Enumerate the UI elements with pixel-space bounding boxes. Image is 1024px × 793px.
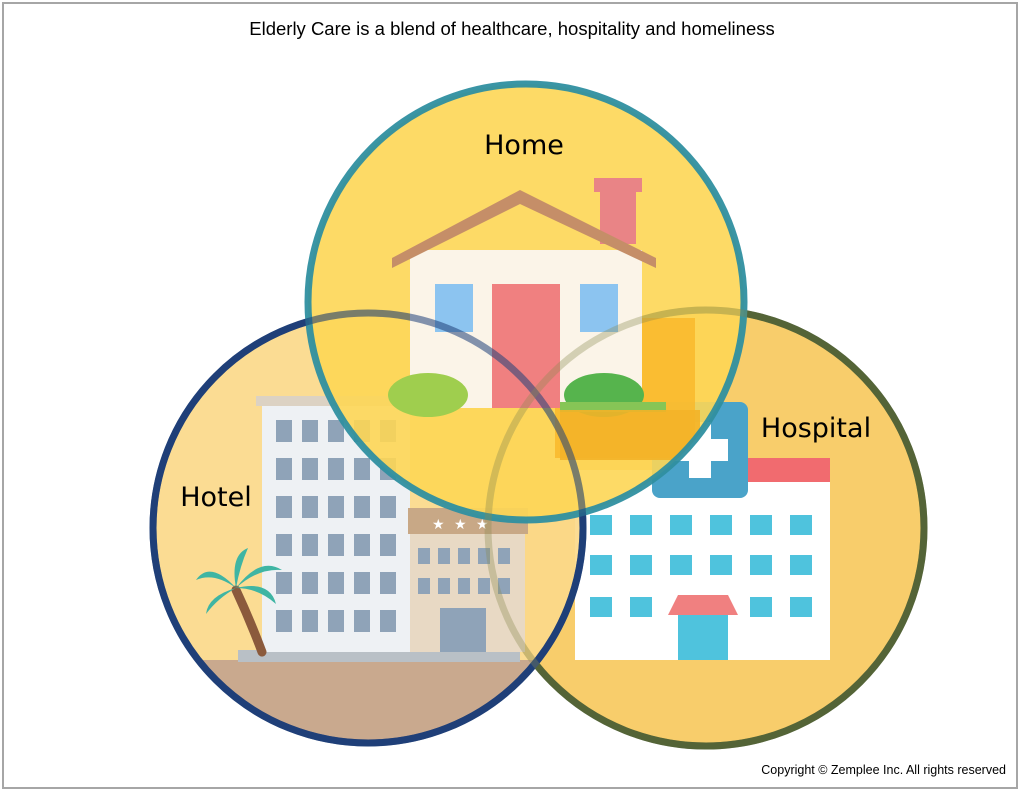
hospital-label: Hospital (761, 413, 871, 444)
hospital-building-icon (575, 402, 830, 660)
svg-text:★: ★ (454, 517, 467, 533)
hotel-label: Hotel (180, 482, 252, 513)
home-label: Home (484, 130, 564, 161)
palm-tree-icon (196, 548, 282, 657)
copyright-notice: Copyright © Zemplee Inc. All rights rese… (761, 763, 1006, 777)
svg-text:★: ★ (476, 517, 489, 533)
diagram-title: Elderly Care is a blend of healthcare, h… (249, 18, 775, 39)
svg-text:★: ★ (432, 517, 445, 533)
